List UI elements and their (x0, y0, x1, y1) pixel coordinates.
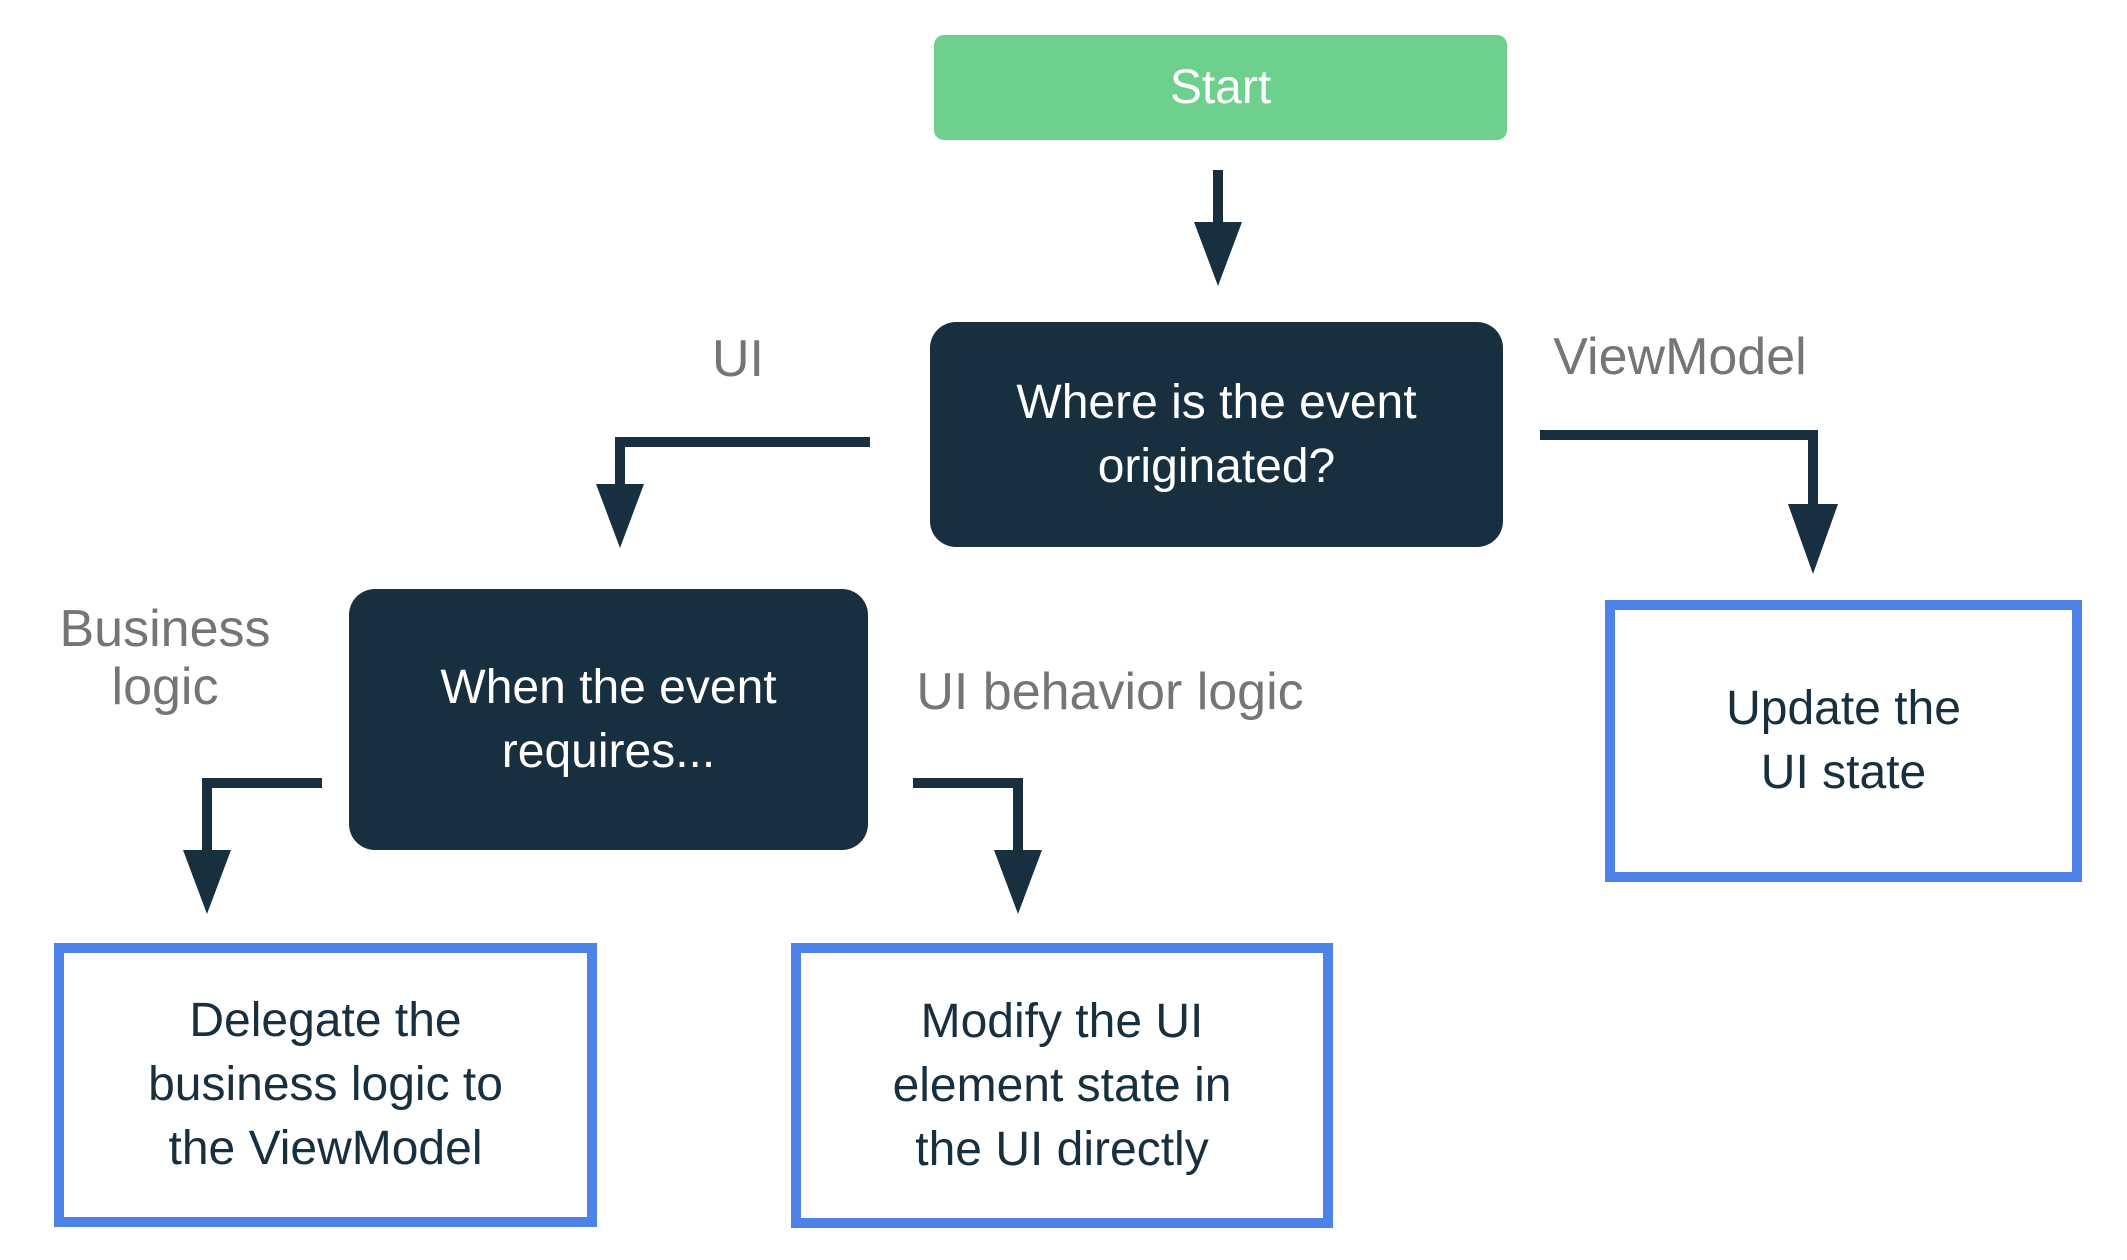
modify-ui-element-node: Modify the UI element state in the UI di… (791, 943, 1333, 1228)
delegate-line3: the ViewModel (168, 1122, 483, 1175)
origin-question-line1: Where is the event (1016, 375, 1417, 429)
modify-line1: Modify the UI (920, 994, 1204, 1048)
origin-question-text: Where is the event originated? (1016, 371, 1416, 499)
edge-label-viewmodel: ViewModel (1553, 328, 1807, 386)
edge-label-ui: UI (712, 330, 764, 388)
arrowhead (596, 484, 644, 548)
arrow-segment (1213, 170, 1223, 226)
update-ui-state-text: Update the UI state (1726, 677, 1961, 805)
arrowhead (994, 850, 1042, 914)
arrow-segment (1808, 430, 1818, 506)
delegate-business-logic-text: Delegate the business logic to the ViewM… (148, 989, 503, 1181)
arrowhead (1788, 504, 1838, 574)
origin-question-node: Where is the event originated? (930, 322, 1503, 547)
edge-label-business-logic-line1: Business (59, 600, 271, 658)
arrow-segment (615, 437, 870, 447)
update-ui-state-line1: Update the (1726, 682, 1961, 735)
arrow-segment (913, 778, 1023, 788)
delegate-business-logic-node: Delegate the business logic to the ViewM… (54, 943, 597, 1227)
update-ui-state-line2: UI state (1760, 746, 1927, 799)
requires-question-text: When the event requires... (440, 656, 776, 784)
arrow-segment (202, 778, 322, 788)
modify-ui-element-text: Modify the UI element state in the UI di… (893, 990, 1232, 1182)
update-ui-state-node: Update the UI state (1605, 600, 2082, 882)
arrow-segment (202, 778, 212, 852)
delegate-line2: business logic to (148, 1058, 503, 1111)
start-node: Start (934, 35, 1507, 140)
arrow-segment (1540, 430, 1818, 440)
requires-question-node: When the event requires... (349, 589, 868, 850)
edge-label-business-logic: Business logic (15, 600, 315, 716)
requires-question-line1: When the event (440, 660, 777, 714)
delegate-line1: Delegate the (189, 994, 462, 1047)
modify-line3: the UI directly (915, 1122, 1209, 1176)
start-node-label: Start (1169, 60, 1272, 114)
arrowhead (183, 850, 231, 914)
edge-label-business-logic-line2: logic (111, 658, 219, 716)
arrowhead (1194, 222, 1242, 286)
origin-question-line2: originated? (1097, 439, 1336, 493)
arrow-segment (1013, 778, 1023, 852)
arrow-segment (615, 437, 625, 487)
requires-question-line2: requires... (501, 724, 716, 778)
edge-label-ui-behavior-logic: UI behavior logic (916, 663, 1304, 721)
modify-line2: element state in (892, 1058, 1232, 1112)
